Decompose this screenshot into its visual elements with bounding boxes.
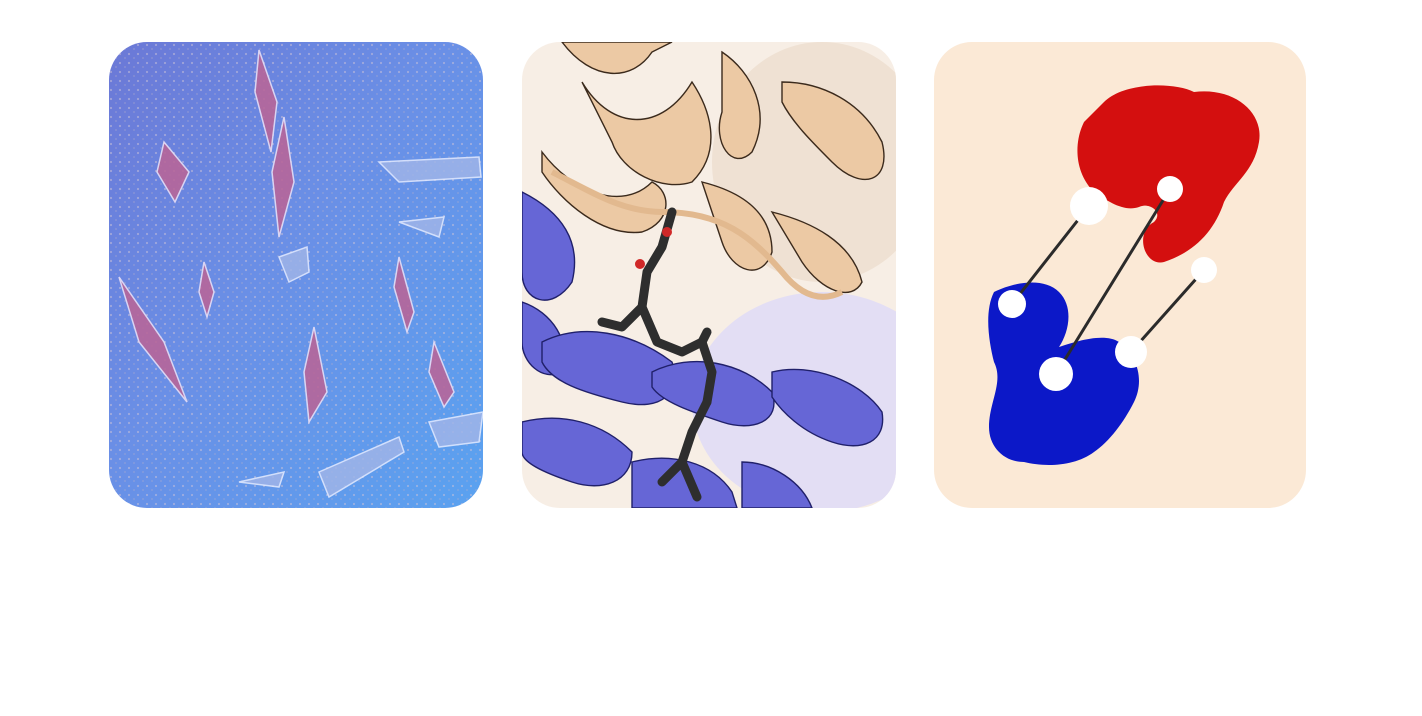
protein-ribbon-graphic [522, 42, 896, 508]
crystal-micrograph-graphic [109, 42, 483, 508]
surface-crosslink-graphic [934, 42, 1306, 508]
surface-crosslink-image [934, 42, 1306, 508]
protein-ribbon-image [522, 42, 896, 508]
crystal-micrograph-image [109, 42, 483, 508]
